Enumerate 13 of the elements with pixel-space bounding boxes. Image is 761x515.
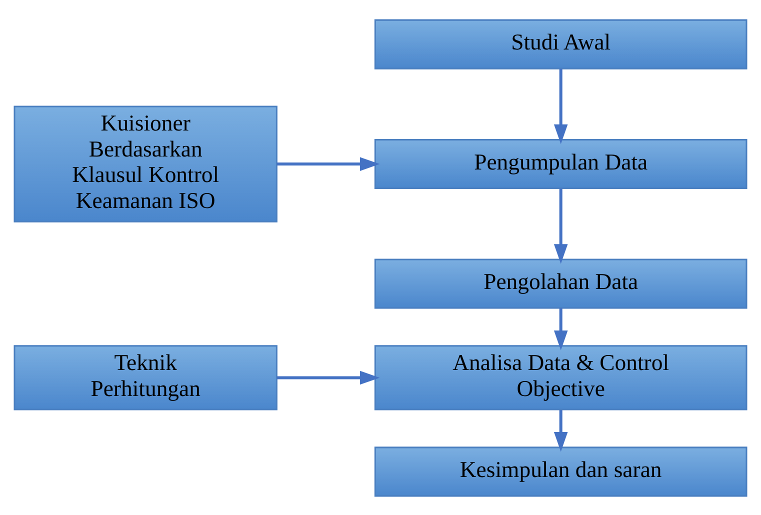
node-box: Studi Awal bbox=[374, 18, 748, 69]
node-box: Pengolahan Data bbox=[374, 258, 748, 308]
arrow bbox=[277, 370, 380, 384]
arrow bbox=[554, 308, 568, 350]
node-box: Pengumpulan Data bbox=[374, 138, 748, 189]
node-box: Kuisioner Berdasarkan Klausul Kontrol Keamanan ISO bbox=[14, 105, 278, 222]
node-box: Analisa Data & Control Objective bbox=[374, 344, 748, 410]
arrow bbox=[554, 410, 568, 452]
node-box: Teknik Perhitungan bbox=[14, 344, 278, 410]
arrow bbox=[554, 188, 568, 264]
node-box: Kesimpulan dan saran bbox=[374, 446, 748, 496]
arrow bbox=[554, 68, 568, 144]
arrow bbox=[277, 156, 380, 170]
